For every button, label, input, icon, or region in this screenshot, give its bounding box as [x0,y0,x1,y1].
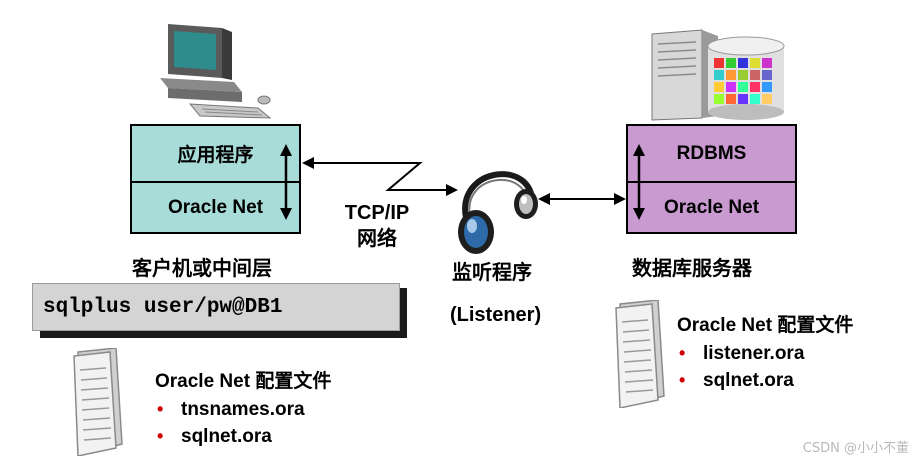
server-rdbms-cell: RDBMS [628,126,795,183]
client-app-cell: 应用程序 [132,126,299,183]
client-config-file-2: sqlnet.ora [155,423,331,450]
listener-label-en: (Listener) [450,304,542,326]
command-text: sqlplus user/pw@DB1 [43,295,283,319]
network-label-line1: TCP/IP [344,202,410,224]
server-config-file-1: listener.ora [677,340,853,367]
network-label: TCP/IP 网络 [332,200,422,252]
command-box: sqlplus user/pw@DB1 [32,283,400,331]
client-vertical-arrow-icon [280,144,292,220]
server-config-title: Oracle Net 配置文件 [677,315,854,336]
listener-server-arrow-icon [538,193,626,205]
client-box: 应用程序 Oracle Net [130,124,301,234]
server-oracle-net-cell: Oracle Net [628,183,795,232]
client-config-title: Oracle Net 配置文件 [155,371,332,392]
client-computer-icon [160,24,272,119]
server-document-icon [615,300,665,408]
server-config-list: listener.ora sqlnet.ora [677,340,853,394]
client-oracle-net-cell: Oracle Net [132,183,299,232]
server-box: RDBMS Oracle Net [626,124,797,234]
network-connector-icon [302,157,458,196]
client-config-file-1: tnsnames.ora [155,396,331,423]
server-config-file-2: sqlnet.ora [677,367,853,394]
client-app-label: 应用程序 [177,145,254,166]
watermark: CSDN @小小不董 [802,441,909,456]
server-vertical-arrow-icon [633,144,645,220]
network-label-line2: 网络 [357,228,397,250]
client-document-icon [73,348,123,456]
client-config-list: tnsnames.ora sqlnet.ora [155,396,331,450]
server-rdbms-label: RDBMS [676,142,747,164]
listener-headphones-icon [458,171,538,254]
client-oracle-net-label: Oracle Net [167,196,264,218]
database-server-icon [651,29,785,121]
server-config: Oracle Net 配置文件 listener.ora sqlnet.ora [677,312,853,394]
client-config: Oracle Net 配置文件 tnsnames.ora sqlnet.ora [155,368,331,450]
client-caption: 客户机或中间层 [132,258,272,280]
listener-label: 监听程序 [452,262,532,284]
server-oracle-net-label: Oracle Net [663,196,760,218]
server-caption: 数据库服务器 [632,258,752,280]
